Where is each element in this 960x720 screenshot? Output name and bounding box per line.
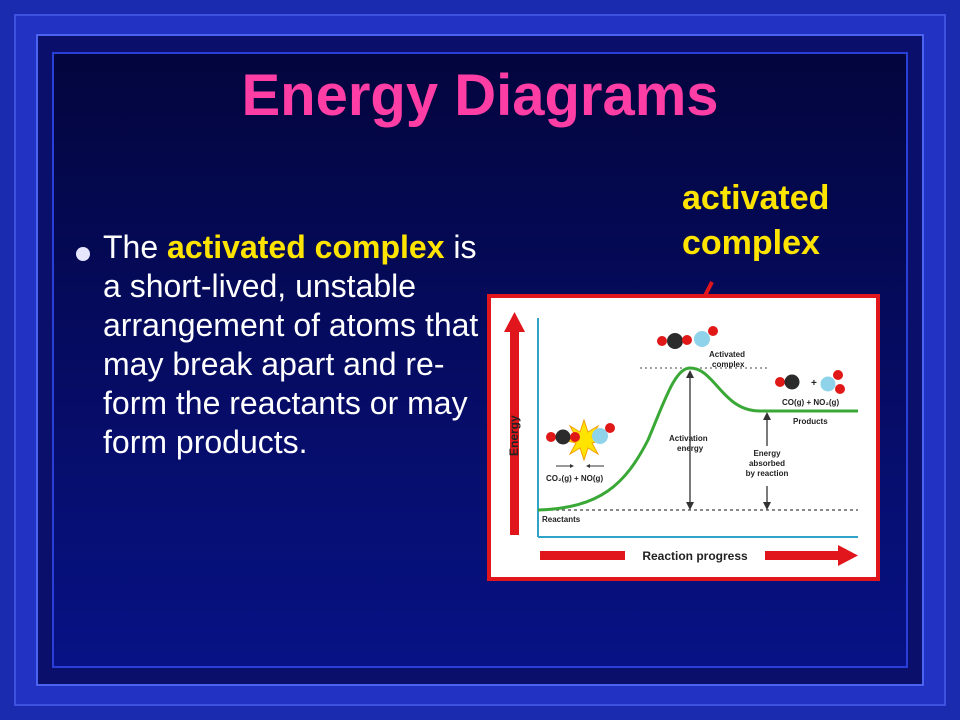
oxygen-atom-icon [682, 335, 692, 345]
oxygen-atom-icon [775, 377, 785, 387]
energy-arrow-head [504, 312, 525, 332]
nitrogen-atom-icon [694, 331, 710, 347]
approach-arrow-right-head [586, 464, 590, 468]
bullet-highlight-complex: complex [314, 229, 445, 265]
oxygen-atom-icon [833, 370, 843, 380]
oxygen-atom-icon [708, 326, 718, 336]
activated-complex-label-1: Activated [709, 350, 745, 359]
energy-arrow-shaft [510, 330, 519, 535]
energy-absorbed-label-1: Energy [753, 449, 781, 458]
bullet-icon [76, 247, 90, 261]
energy-absorbed-label-3: by reaction [746, 469, 789, 478]
product-formula: CO(g) + NO₂(g) [782, 398, 839, 407]
absorbed-arrow-bottom [763, 502, 771, 510]
approach-arrow-left-head [570, 464, 574, 468]
activation-energy-label-2: energy [677, 444, 704, 453]
plus-sign: + [811, 378, 817, 389]
oxygen-atom-icon [657, 336, 667, 346]
carbon-atom-icon [784, 374, 800, 390]
oxygen-atom-icon [546, 432, 556, 442]
activation-arrow-bottom [686, 502, 694, 510]
activation-arrow-top [686, 370, 694, 378]
products-label: Products [793, 417, 828, 426]
bullet-text-post: is a short-lived, unstable arrangement o… [103, 229, 479, 460]
x-label-background [625, 547, 765, 564]
activated-complex-label-2: complex [712, 360, 745, 369]
oxygen-atom-icon [570, 432, 580, 442]
oxygen-atom-icon [605, 423, 615, 433]
absorbed-arrow-top [763, 412, 771, 420]
nitrogen-atom-icon [820, 376, 836, 392]
activated-complex-callout: activated complex [682, 176, 902, 266]
activation-energy-label-1: Activation [669, 434, 708, 443]
progress-arrow-head [838, 545, 858, 566]
bullet-text-pre: The [103, 229, 168, 265]
reactants-label: Reactants [542, 515, 581, 524]
carbon-atom-icon [667, 333, 683, 349]
energy-curve [537, 366, 858, 512]
carbon-atom-icon [555, 429, 571, 445]
callout-line-1: activated [682, 179, 830, 217]
oxygen-atom-icon [835, 384, 845, 394]
x-axis-label: Reaction progress [642, 549, 748, 563]
nitrogen-atom-icon [592, 428, 608, 444]
absorbed-label-background [740, 446, 796, 486]
slide-title: Energy Diagrams [241, 63, 719, 128]
callout-line-2: complex [682, 224, 820, 262]
reactant-formula: CO₂(g) + NO(g) [546, 474, 603, 483]
bullet-highlight-activated: activated [167, 229, 306, 265]
energy-absorbed-label-2: absorbed [749, 459, 785, 468]
y-axis-label: Energy [507, 415, 521, 456]
bullet-text: The activated complex is a short-lived, … [103, 228, 483, 462]
